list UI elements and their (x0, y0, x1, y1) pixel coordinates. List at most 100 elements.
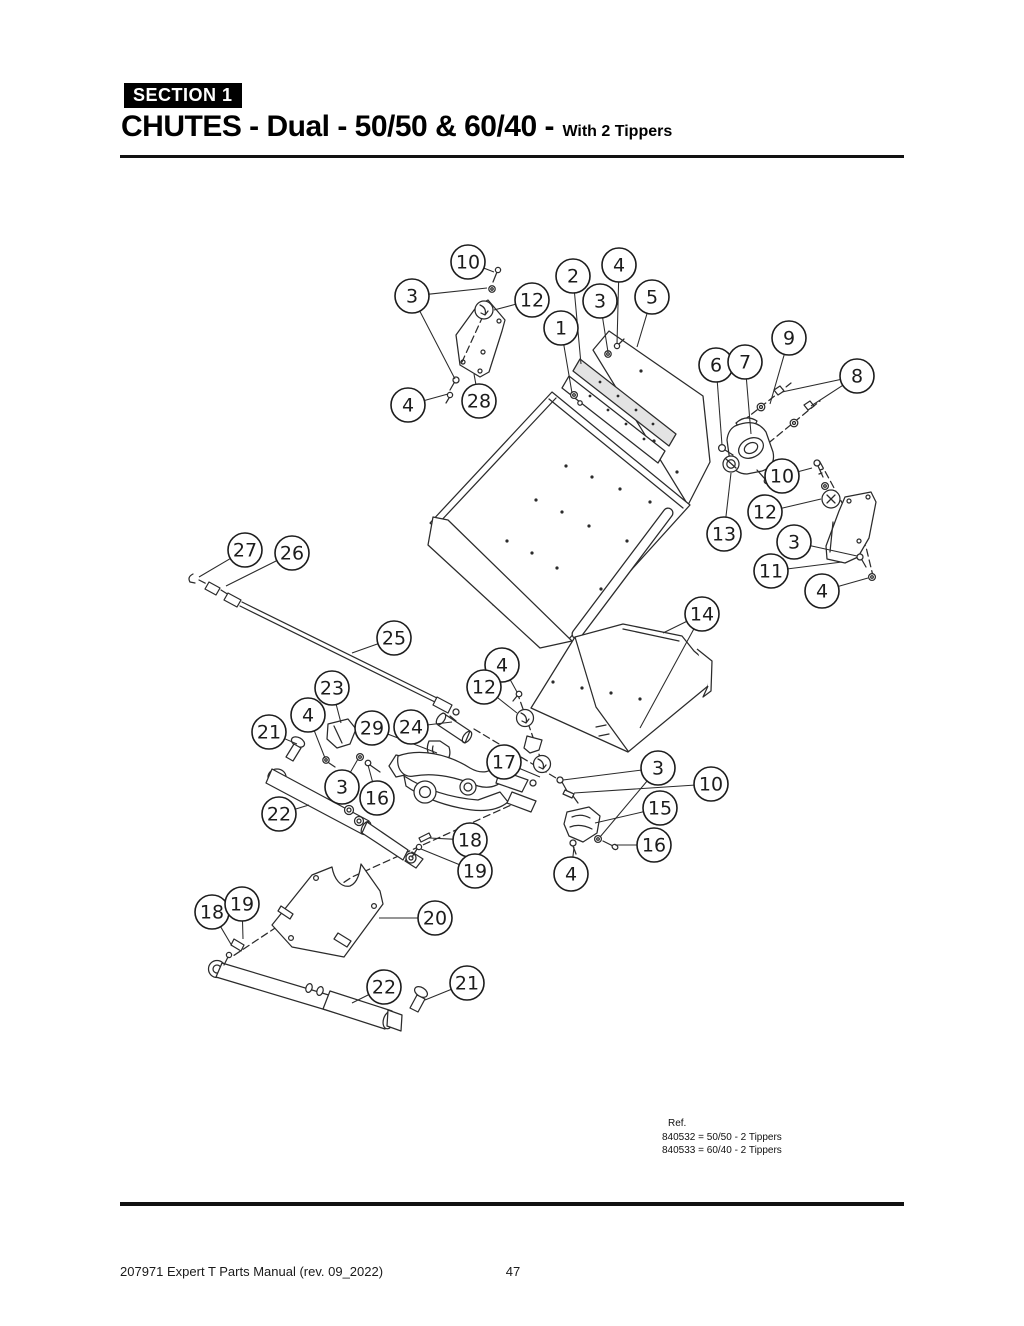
callout-4: 4 (804, 573, 840, 609)
svg-text:22: 22 (267, 804, 291, 826)
leader-line-12 (781, 498, 822, 509)
svg-text:6: 6 (710, 355, 722, 377)
callout-12: 12 (514, 282, 550, 318)
leader-line-22 (295, 804, 310, 810)
callout-23: 23 (314, 670, 350, 706)
ref-block: Ref. 840532 = 50/50 - 2 Tippers 840533 =… (662, 1117, 782, 1158)
clip-23 (326, 718, 357, 749)
callout-3: 3 (640, 750, 676, 786)
page-number: 47 (505, 1264, 521, 1279)
leader-line-10 (573, 784, 695, 794)
svg-text:7: 7 (739, 352, 751, 374)
ref-line-2: 840533 = 60/40 - 2 Tippers (662, 1145, 782, 1156)
page-title: CHUTES - Dual - 50/50 & 60/40 - With 2 T… (121, 110, 672, 144)
svg-text:18: 18 (458, 830, 482, 852)
leader-line-14 (639, 628, 695, 729)
callout-18: 18 (194, 894, 230, 930)
leader-line-14 (662, 620, 687, 634)
svg-text:4: 4 (302, 705, 314, 727)
svg-text:21: 21 (257, 722, 281, 744)
callout-11: 11 (753, 553, 789, 589)
svg-text:25: 25 (382, 628, 406, 650)
part-7-tipper-assembly (717, 382, 821, 485)
callout-25: 25 (376, 620, 412, 656)
leader-line-9 (769, 354, 785, 405)
svg-text:21: 21 (455, 973, 479, 995)
svg-text:2: 2 (567, 266, 579, 288)
svg-text:12: 12 (753, 502, 777, 524)
callout-9: 9 (771, 320, 807, 356)
leader-line-7 (745, 378, 752, 435)
leader-line-19 (241, 920, 244, 940)
svg-text:4: 4 (496, 655, 508, 677)
leader-line-21 (284, 738, 298, 745)
leader-line-3 (810, 545, 858, 557)
svg-text:15: 15 (648, 798, 672, 820)
svg-text:22: 22 (372, 977, 396, 999)
svg-text:10: 10 (699, 774, 723, 796)
leader-line-4 (838, 577, 869, 587)
leader-line-12 (493, 303, 516, 311)
leader-line-10 (483, 267, 495, 273)
leader-line-4 (424, 393, 449, 402)
callout-29: 29 (354, 710, 390, 746)
leader-line-8 (781, 378, 841, 393)
svg-text:5: 5 (646, 287, 658, 309)
leader-line-8 (810, 384, 844, 407)
leader-line-3 (562, 769, 642, 781)
leader-line-26 (225, 560, 278, 587)
svg-text:12: 12 (520, 290, 544, 312)
part-25-control-cable (188, 573, 460, 722)
leader-line-10 (798, 467, 813, 473)
callout-10: 10 (450, 244, 486, 280)
svg-text:10: 10 (456, 252, 480, 274)
leader-line-15 (594, 811, 644, 824)
leader-line-28 (473, 373, 477, 385)
leader-line-3 (599, 780, 648, 838)
svg-text:24: 24 (399, 717, 423, 739)
callout-8: 8 (839, 358, 875, 394)
leader-line-12 (497, 697, 518, 714)
part-1-2-chute-rails (561, 338, 677, 464)
leader-line-17 (519, 768, 541, 778)
knob-icon (532, 754, 552, 774)
svg-text:3: 3 (652, 758, 664, 780)
leader-line-3 (602, 317, 609, 353)
svg-text:8: 8 (851, 366, 863, 388)
callout-17: 17 (486, 744, 522, 780)
callout-4: 4 (290, 697, 326, 733)
ref-label: Ref. (668, 1118, 687, 1129)
leader-line-22 (351, 994, 370, 1004)
callout-15: 15 (642, 790, 678, 826)
part-15-cable-bracket (556, 776, 619, 855)
svg-text:16: 16 (642, 835, 666, 857)
leader-line-25 (351, 643, 379, 654)
knob-12-icon (474, 300, 494, 320)
svg-text:16: 16 (365, 788, 389, 810)
callout-18: 18 (452, 822, 488, 858)
svg-text:29: 29 (360, 718, 384, 740)
callout-20: 20 (417, 900, 453, 936)
callout-4: 4 (553, 856, 589, 892)
svg-text:17: 17 (492, 752, 516, 774)
callout-22: 22 (366, 969, 402, 1005)
callout-5: 5 (634, 279, 670, 315)
callout-7: 7 (727, 344, 763, 380)
leader-line-19 (420, 848, 460, 866)
leader-line-3 (419, 310, 456, 380)
callout-27: 27 (227, 532, 263, 568)
part-22-spring-cylinder (265, 768, 432, 869)
section-badge: SECTION 1 (124, 83, 242, 108)
callout-22: 22 (261, 796, 297, 832)
part-14-lower-chute (530, 623, 713, 753)
part-28-mount-bracket (445, 266, 506, 404)
callout-14: 14 (684, 596, 720, 632)
svg-text:27: 27 (233, 540, 257, 562)
leader-line-27 (198, 558, 231, 578)
part-22-lower-arm (207, 938, 429, 1032)
callout-3: 3 (582, 283, 618, 319)
leader-line-18 (220, 926, 233, 947)
leader-line-16 (367, 764, 374, 782)
